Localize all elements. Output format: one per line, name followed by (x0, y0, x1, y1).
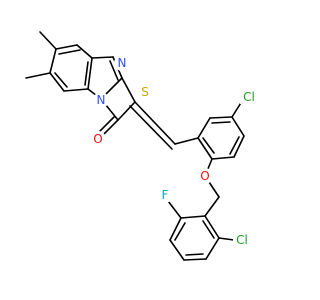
bonds (25, 31, 245, 261)
bond (183, 258, 207, 261)
carbonyl-oxygen: O (93, 132, 102, 146)
bond (180, 215, 206, 219)
thiazole-sulfur: S (141, 85, 149, 99)
bond (58, 49, 81, 55)
fluorine-atom: F (157, 187, 173, 203)
bond (233, 135, 245, 158)
imidazole-nitrogen: N (118, 56, 127, 70)
bond (76, 44, 93, 59)
bond (174, 137, 199, 145)
bond (91, 56, 114, 59)
bond (229, 136, 240, 155)
ether-oxygen: O (200, 169, 209, 183)
bond (197, 137, 213, 160)
bond (169, 217, 182, 241)
bond (174, 222, 186, 241)
bond (55, 44, 78, 50)
methyl-bond (25, 72, 51, 79)
aryl-fluorine: F (162, 188, 169, 202)
bond (218, 237, 235, 241)
bond (167, 200, 182, 219)
bond (202, 220, 215, 239)
atom-labels: N N S O O Cl F (90, 55, 258, 247)
carbonyl-bond (99, 116, 115, 132)
nitrogen-atom: N (93, 92, 109, 108)
bond (197, 117, 211, 139)
bond (204, 215, 220, 239)
exocyclic-bond (134, 101, 176, 145)
bond (231, 116, 245, 137)
chlorine-atom: Cl (233, 233, 251, 247)
bond (121, 77, 136, 103)
bond (49, 72, 65, 92)
methyl-bond (39, 31, 57, 50)
aryl-chlorine-bottom: Cl (236, 233, 248, 247)
bond (211, 121, 231, 124)
sulfur-atom: S (137, 84, 153, 100)
bond (63, 88, 89, 92)
structure-diagram: N N S O O Cl F (25, 31, 258, 261)
oxygen-atom: O (197, 168, 213, 184)
bond (211, 156, 235, 160)
carbonyl-bond (103, 119, 119, 135)
bridgehead-nitrogen: N (97, 93, 106, 107)
bond (109, 60, 119, 81)
bond (54, 72, 68, 88)
bond (204, 196, 220, 217)
oxygen-atom: O (90, 131, 106, 147)
bond (169, 239, 185, 261)
exocyclic-bond (129, 105, 173, 150)
aryl-chlorine-top: Cl (243, 90, 255, 104)
bond (84, 61, 89, 86)
nitrogen-atom: N (114, 55, 130, 71)
bond (185, 253, 204, 256)
bond (202, 137, 215, 154)
bond (205, 237, 220, 260)
molecule-drawing: N N S O O Cl F (25, 31, 258, 261)
chlorine-atom: Cl (240, 90, 258, 104)
bond (87, 57, 93, 90)
bond (117, 101, 136, 121)
bond (209, 116, 233, 119)
bond (49, 48, 57, 74)
